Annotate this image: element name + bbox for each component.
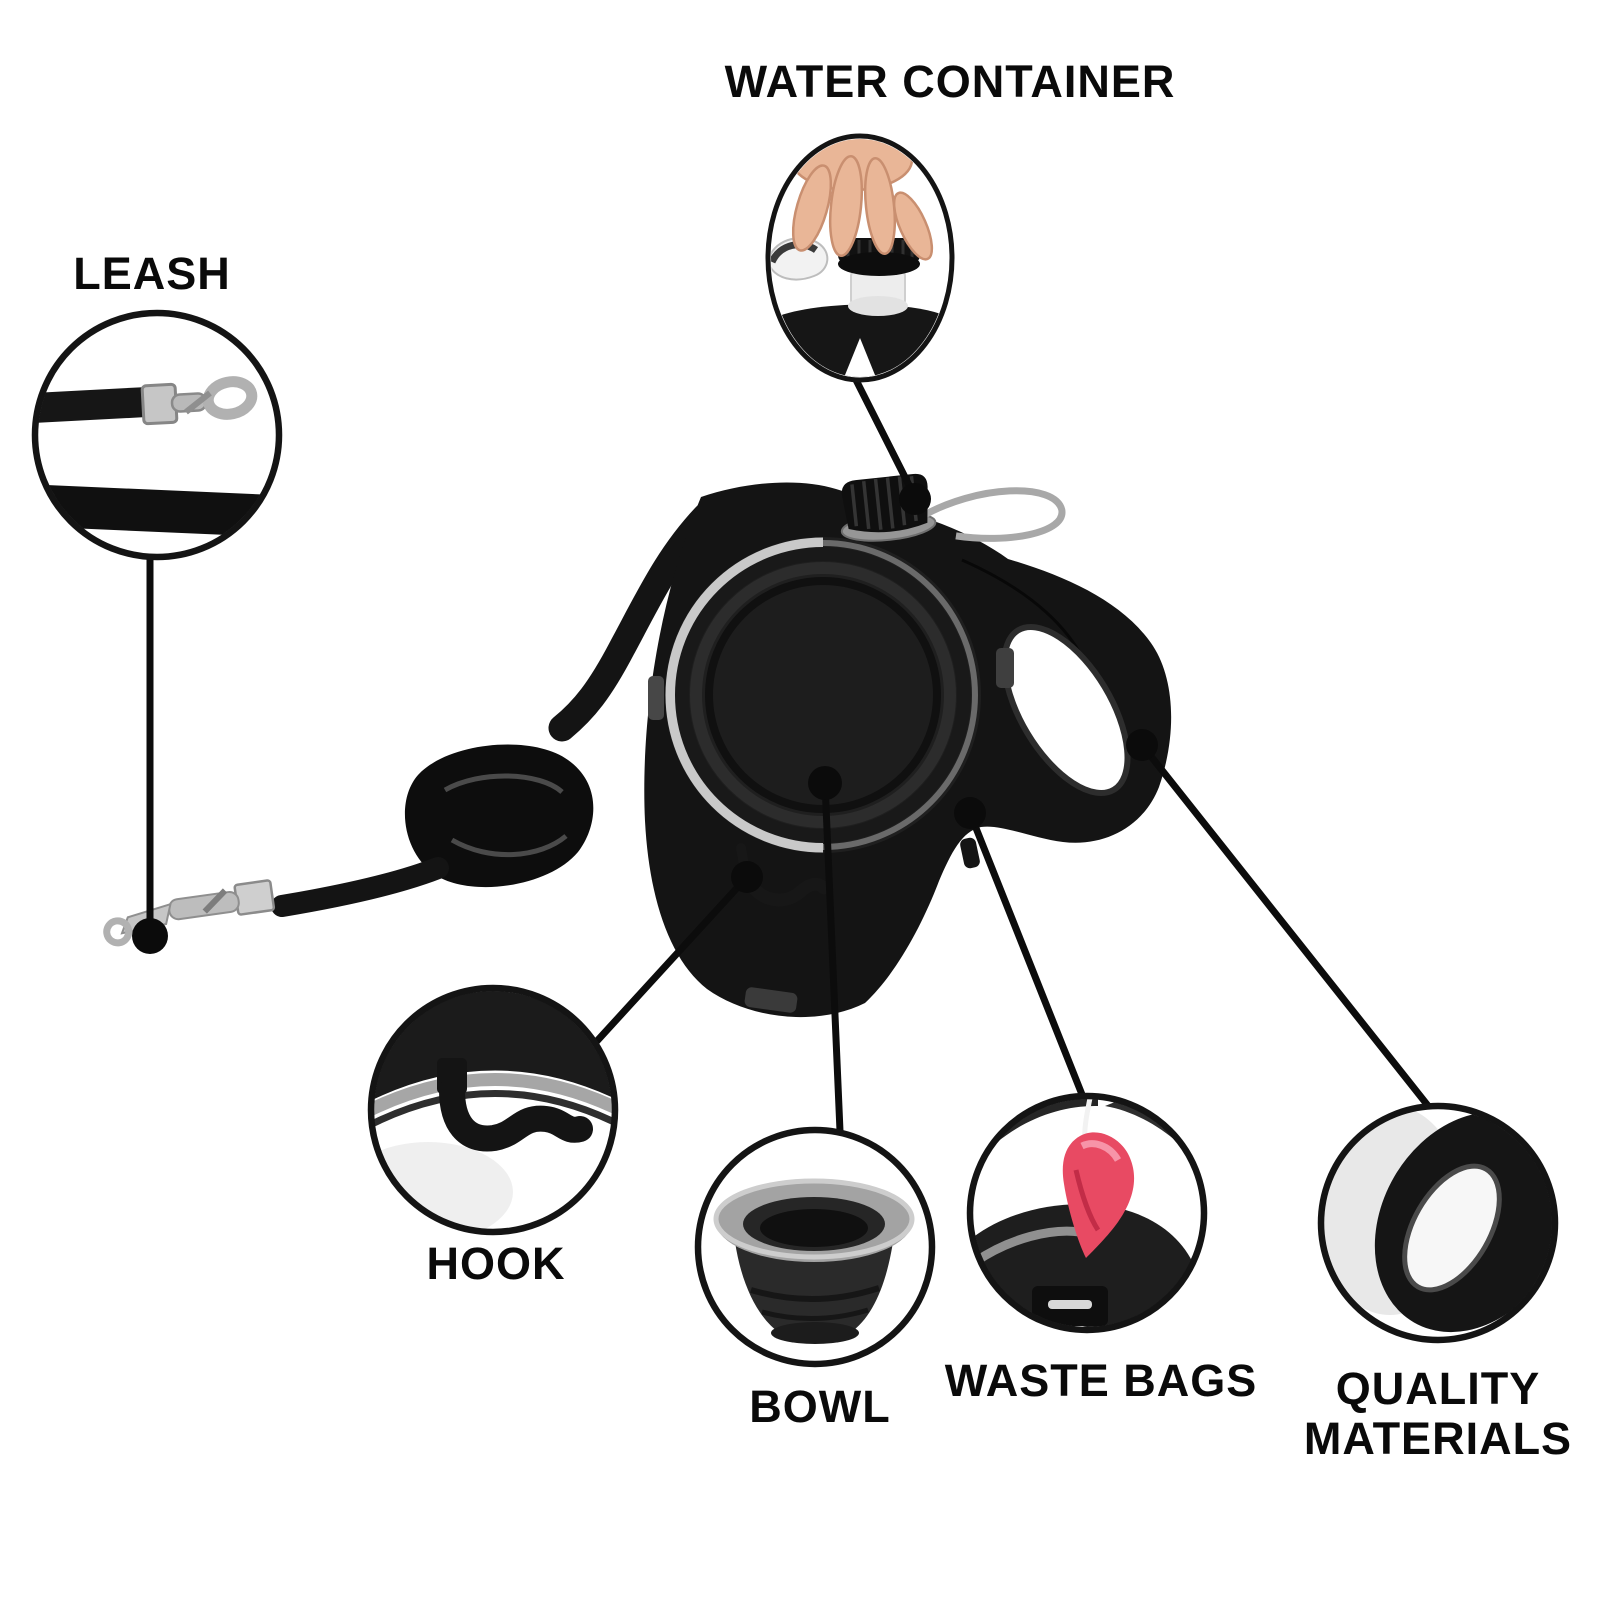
hook-inset-photo: [367, 984, 619, 1236]
anchor-dot-waste-bags: [954, 797, 986, 829]
water-bottle-cap: [840, 473, 1066, 542]
label-hook: HOOK: [426, 1238, 566, 1289]
quality-materials-inset-photo: [1317, 1102, 1559, 1344]
collapsible-bowl-front: [648, 537, 1014, 1013]
anchor-dot-water-container: [899, 483, 931, 515]
hand-icon: [790, 139, 934, 261]
callout-anchor-dots: [132, 483, 1158, 954]
cap-lanyard-loop: [918, 487, 1066, 542]
callout-line-hook: [593, 873, 751, 1045]
callout-line-water-container: [849, 370, 919, 501]
bowl-inset-photo: [694, 1126, 936, 1368]
label-quality-materials: QUALITY MATERIALS: [1303, 1363, 1573, 1464]
waste-bag-latch: [960, 837, 980, 869]
water-container-inset-photo: [765, 133, 955, 383]
callout-lines: [146, 370, 1433, 1135]
anchor-dot-bowl: [808, 766, 842, 800]
label-bowl: BOWL: [749, 1381, 891, 1432]
callout-line-quality-materials: [1138, 741, 1433, 1111]
label-waste-bags: WASTE BAGS: [944, 1355, 1258, 1406]
leash-clasp: [103, 879, 276, 947]
anchor-dot-hook: [731, 861, 763, 893]
callout-line-bowl: [821, 779, 844, 1135]
label-water-container: WATER CONTAINER: [724, 56, 1176, 107]
waste-bag-icon: [1062, 1132, 1135, 1258]
callout-line-waste-bags: [966, 809, 1087, 1101]
label-leash: LEASH: [73, 248, 231, 299]
leash-inset-photo: [31, 309, 283, 561]
waste-bags-inset-photo: [966, 1092, 1208, 1334]
anchor-dot-leash: [132, 918, 168, 954]
anchor-dot-quality-materials: [1126, 729, 1158, 761]
leash-strap: [103, 502, 720, 947]
handle-hole: [1001, 623, 1131, 797]
